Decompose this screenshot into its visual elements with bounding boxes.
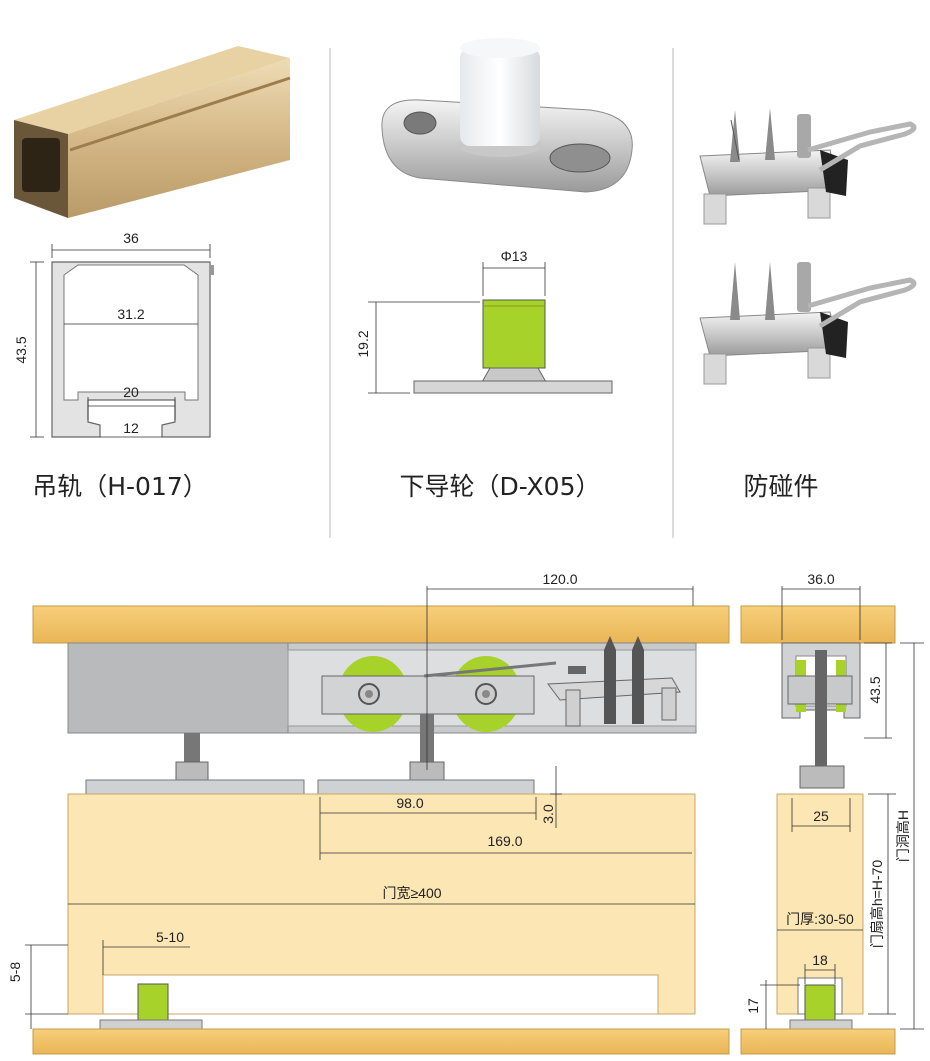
hanger-span-label: 169.0	[487, 833, 522, 849]
stopper-photo-1	[699, 108, 917, 225]
track-width-side-label: 36.0	[807, 571, 834, 587]
track-inner-label: 31.2	[117, 306, 144, 322]
opening-height-label: 门洞高H	[895, 810, 911, 862]
stopper-offset-label: 120.0	[542, 571, 577, 587]
track-height-label: 43.5	[13, 336, 29, 363]
track-slot-label: 12	[123, 420, 139, 436]
wheel-diameter-label: Φ13	[501, 248, 528, 264]
wheel-height-label: 19.2	[355, 330, 371, 357]
front-assembly	[32, 605, 730, 1055]
plate-length-label: 98.0	[396, 795, 423, 811]
side-assembly	[740, 605, 896, 1055]
track-photo	[14, 46, 291, 218]
guide-wheel-photo	[381, 38, 633, 193]
guide-offset-label: 5-10	[156, 929, 184, 945]
track-profile-drawing: 36 43.5 31.2 20 12	[13, 230, 214, 438]
plate-width-label: 25	[813, 808, 829, 824]
guide-wheel-drawing: Φ13 19.2	[355, 248, 613, 394]
door-width-label: 门宽≥400	[382, 885, 441, 901]
stopper-photo-2	[699, 262, 917, 385]
guide-wheel-caption: 下导轮（D-X05）	[400, 472, 601, 501]
track-caption: 吊轨（H-017）	[32, 472, 208, 501]
track-width-label: 36	[123, 230, 139, 246]
side-dimensions: 36.0 43.5 25 门厚:30-50 门扇高h=H-70 门洞高H 18 …	[745, 571, 924, 1030]
front-dimensions: 120.0 98.0 3.0 169.0 门宽≥400 5-10 5-8	[7, 571, 695, 1029]
guide-width-label: 18	[812, 952, 828, 968]
stopper-caption: 防碰件	[743, 472, 818, 501]
track-bottom-label: 20	[123, 384, 139, 400]
door-height-label: 门扇高h=H-70	[869, 860, 885, 949]
floor-gap-label: 5-8	[7, 962, 23, 982]
track-height-side-label: 43.5	[867, 676, 883, 703]
guide-height-label: 17	[745, 998, 761, 1014]
plate-gap-label: 3.0	[540, 804, 556, 824]
door-thickness-label: 门厚:30-50	[786, 911, 854, 927]
